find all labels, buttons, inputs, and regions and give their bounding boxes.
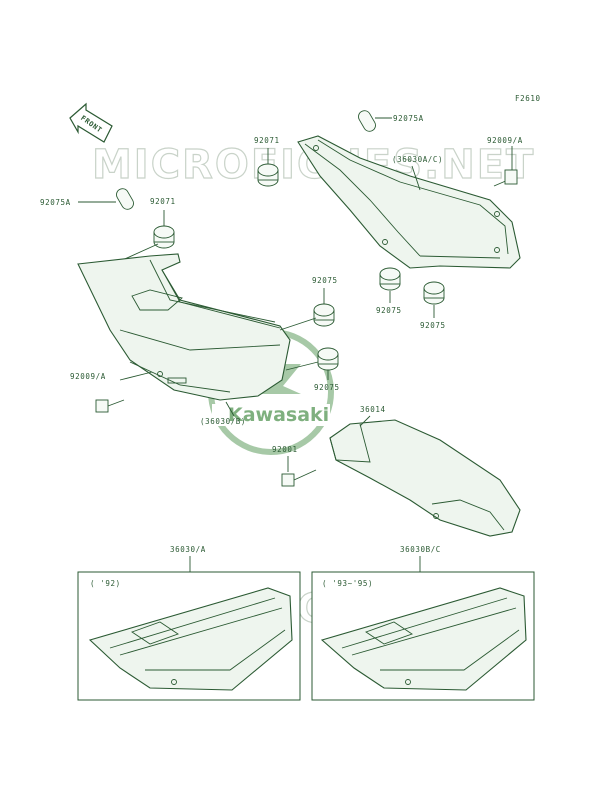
grommet-92075-r2 — [423, 281, 445, 305]
sheet-code: F2610 — [515, 94, 541, 103]
label-92009a-top: 92009/A — [487, 136, 523, 145]
bolt-92009a-left — [95, 371, 153, 413]
label-36030bc-box: 36030B/C — [400, 545, 441, 554]
bolt-92001 — [281, 456, 317, 487]
label-36030b: (36030/B) — [200, 417, 246, 426]
variant-box-right: ( '93~'95) — [311, 571, 535, 701]
variant-year-left: ( '92) — [90, 579, 121, 588]
lower-cover-36014 — [329, 419, 521, 537]
logo-text: Kawasaki — [228, 404, 329, 426]
label-92075-mid: 92075 — [312, 276, 338, 285]
label-92009a-left: 92009/A — [70, 372, 106, 381]
upper-side-cover — [297, 135, 521, 269]
label-92075-r2: 92075 — [420, 321, 446, 330]
front-arrow-icon: FRONT — [69, 102, 113, 143]
label-36030a-box: 36030/A — [170, 545, 206, 554]
label-92071-left: 92071 — [150, 197, 176, 206]
label-92075-r1: 92075 — [376, 306, 402, 315]
label-92075a-top: 92075A — [393, 114, 424, 123]
left-side-cover — [77, 253, 291, 401]
label-92075a-left: 92075A — [40, 198, 71, 207]
grommet-92075-mid2 — [317, 347, 339, 371]
damper-92071-top — [257, 148, 279, 187]
grommet-92075-r1 — [379, 267, 401, 291]
bolt-92009a-top — [493, 146, 518, 187]
label-92071-top: 92071 — [254, 136, 280, 145]
label-36014: 36014 — [360, 405, 386, 414]
variant-box-left: ( '92) — [77, 571, 301, 701]
grommet-92075a-left — [116, 188, 134, 210]
label-92001: 92001 — [272, 445, 298, 454]
grommet-92075-mid — [313, 303, 335, 327]
variant-year-right: ( '93~'95) — [322, 579, 373, 588]
grommet-92075a-top — [358, 110, 376, 132]
label-36030ac: (36030A/C) — [392, 155, 443, 164]
label-92075-mid2: 92075 — [314, 383, 340, 392]
damper-92071-left — [153, 210, 175, 249]
